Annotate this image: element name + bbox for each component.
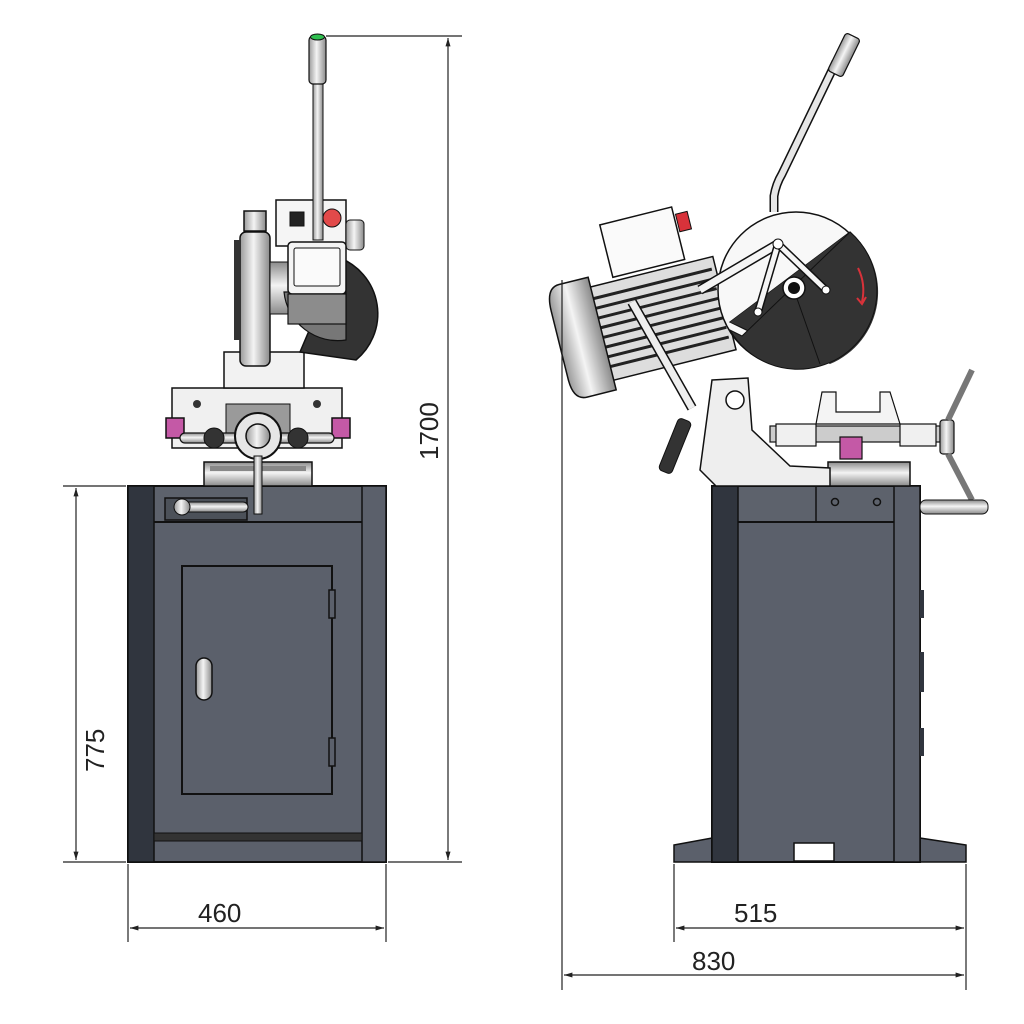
dimension-base-depth: 515 — [734, 898, 777, 928]
side-cabinet — [673, 485, 967, 863]
side-view — [548, 33, 989, 863]
side-vise — [769, 368, 989, 515]
dimension-lines — [63, 35, 967, 990]
dimension-stand-height: 775 — [80, 729, 110, 772]
emergency-stop-side-icon — [674, 210, 693, 233]
front-saw-head — [223, 33, 379, 389]
dimension-overall-depth: 830 — [692, 946, 735, 976]
side-handle — [769, 33, 860, 212]
side-blade-guard — [627, 211, 879, 474]
handle-tip-indicator — [310, 33, 325, 41]
control-box — [598, 206, 686, 279]
front-handle — [312, 79, 324, 241]
dimension-total-height: 1700 — [414, 402, 444, 460]
front-cabinet — [127, 485, 387, 863]
dimension-stand-width: 460 — [198, 898, 241, 928]
rotation-direction-icon — [857, 267, 865, 303]
emergency-stop-icon — [322, 208, 342, 228]
blade-guard — [239, 231, 271, 367]
front-view — [127, 33, 387, 863]
front-vise — [165, 387, 351, 515]
door-handle-icon — [195, 657, 213, 701]
vise-jaw-accent — [839, 436, 863, 460]
